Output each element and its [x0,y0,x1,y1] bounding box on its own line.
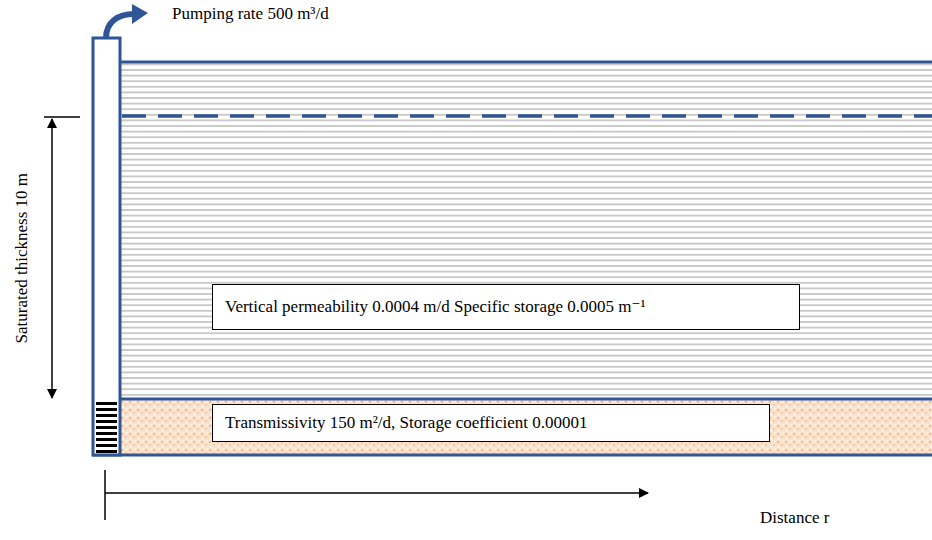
well-casing [93,38,120,455]
thickness-label: Saturated thickness 10 m [12,173,32,343]
pumping-rate-label: Pumping rate 500 m³/d [172,4,329,24]
parameter-box: Vertical permeability 0.0004 m/d Specifi… [212,284,800,330]
aquifer [92,400,932,455]
pump-arrowhead [132,4,148,24]
axis-tick [104,470,106,520]
parameter-text: Transmissivity 150 m²/d, Storage coeffic… [225,412,588,433]
aquifer-base [92,454,932,457]
parameter-box: Transmissivity 150 m²/d, Storage coeffic… [212,404,770,442]
dimension-arrow [51,119,53,398]
distance-arrow [105,492,648,494]
top-boundary [120,61,932,64]
aquitard-base [120,398,932,401]
pump-arrow [106,14,134,38]
parameter-text: Vertical permeability 0.0004 m/d Specifi… [225,296,646,317]
axis-label: Distance r [760,508,829,528]
aquitard [120,62,932,399]
water-table [122,114,932,118]
well-screen [96,401,117,453]
dimension-tick [44,116,80,118]
